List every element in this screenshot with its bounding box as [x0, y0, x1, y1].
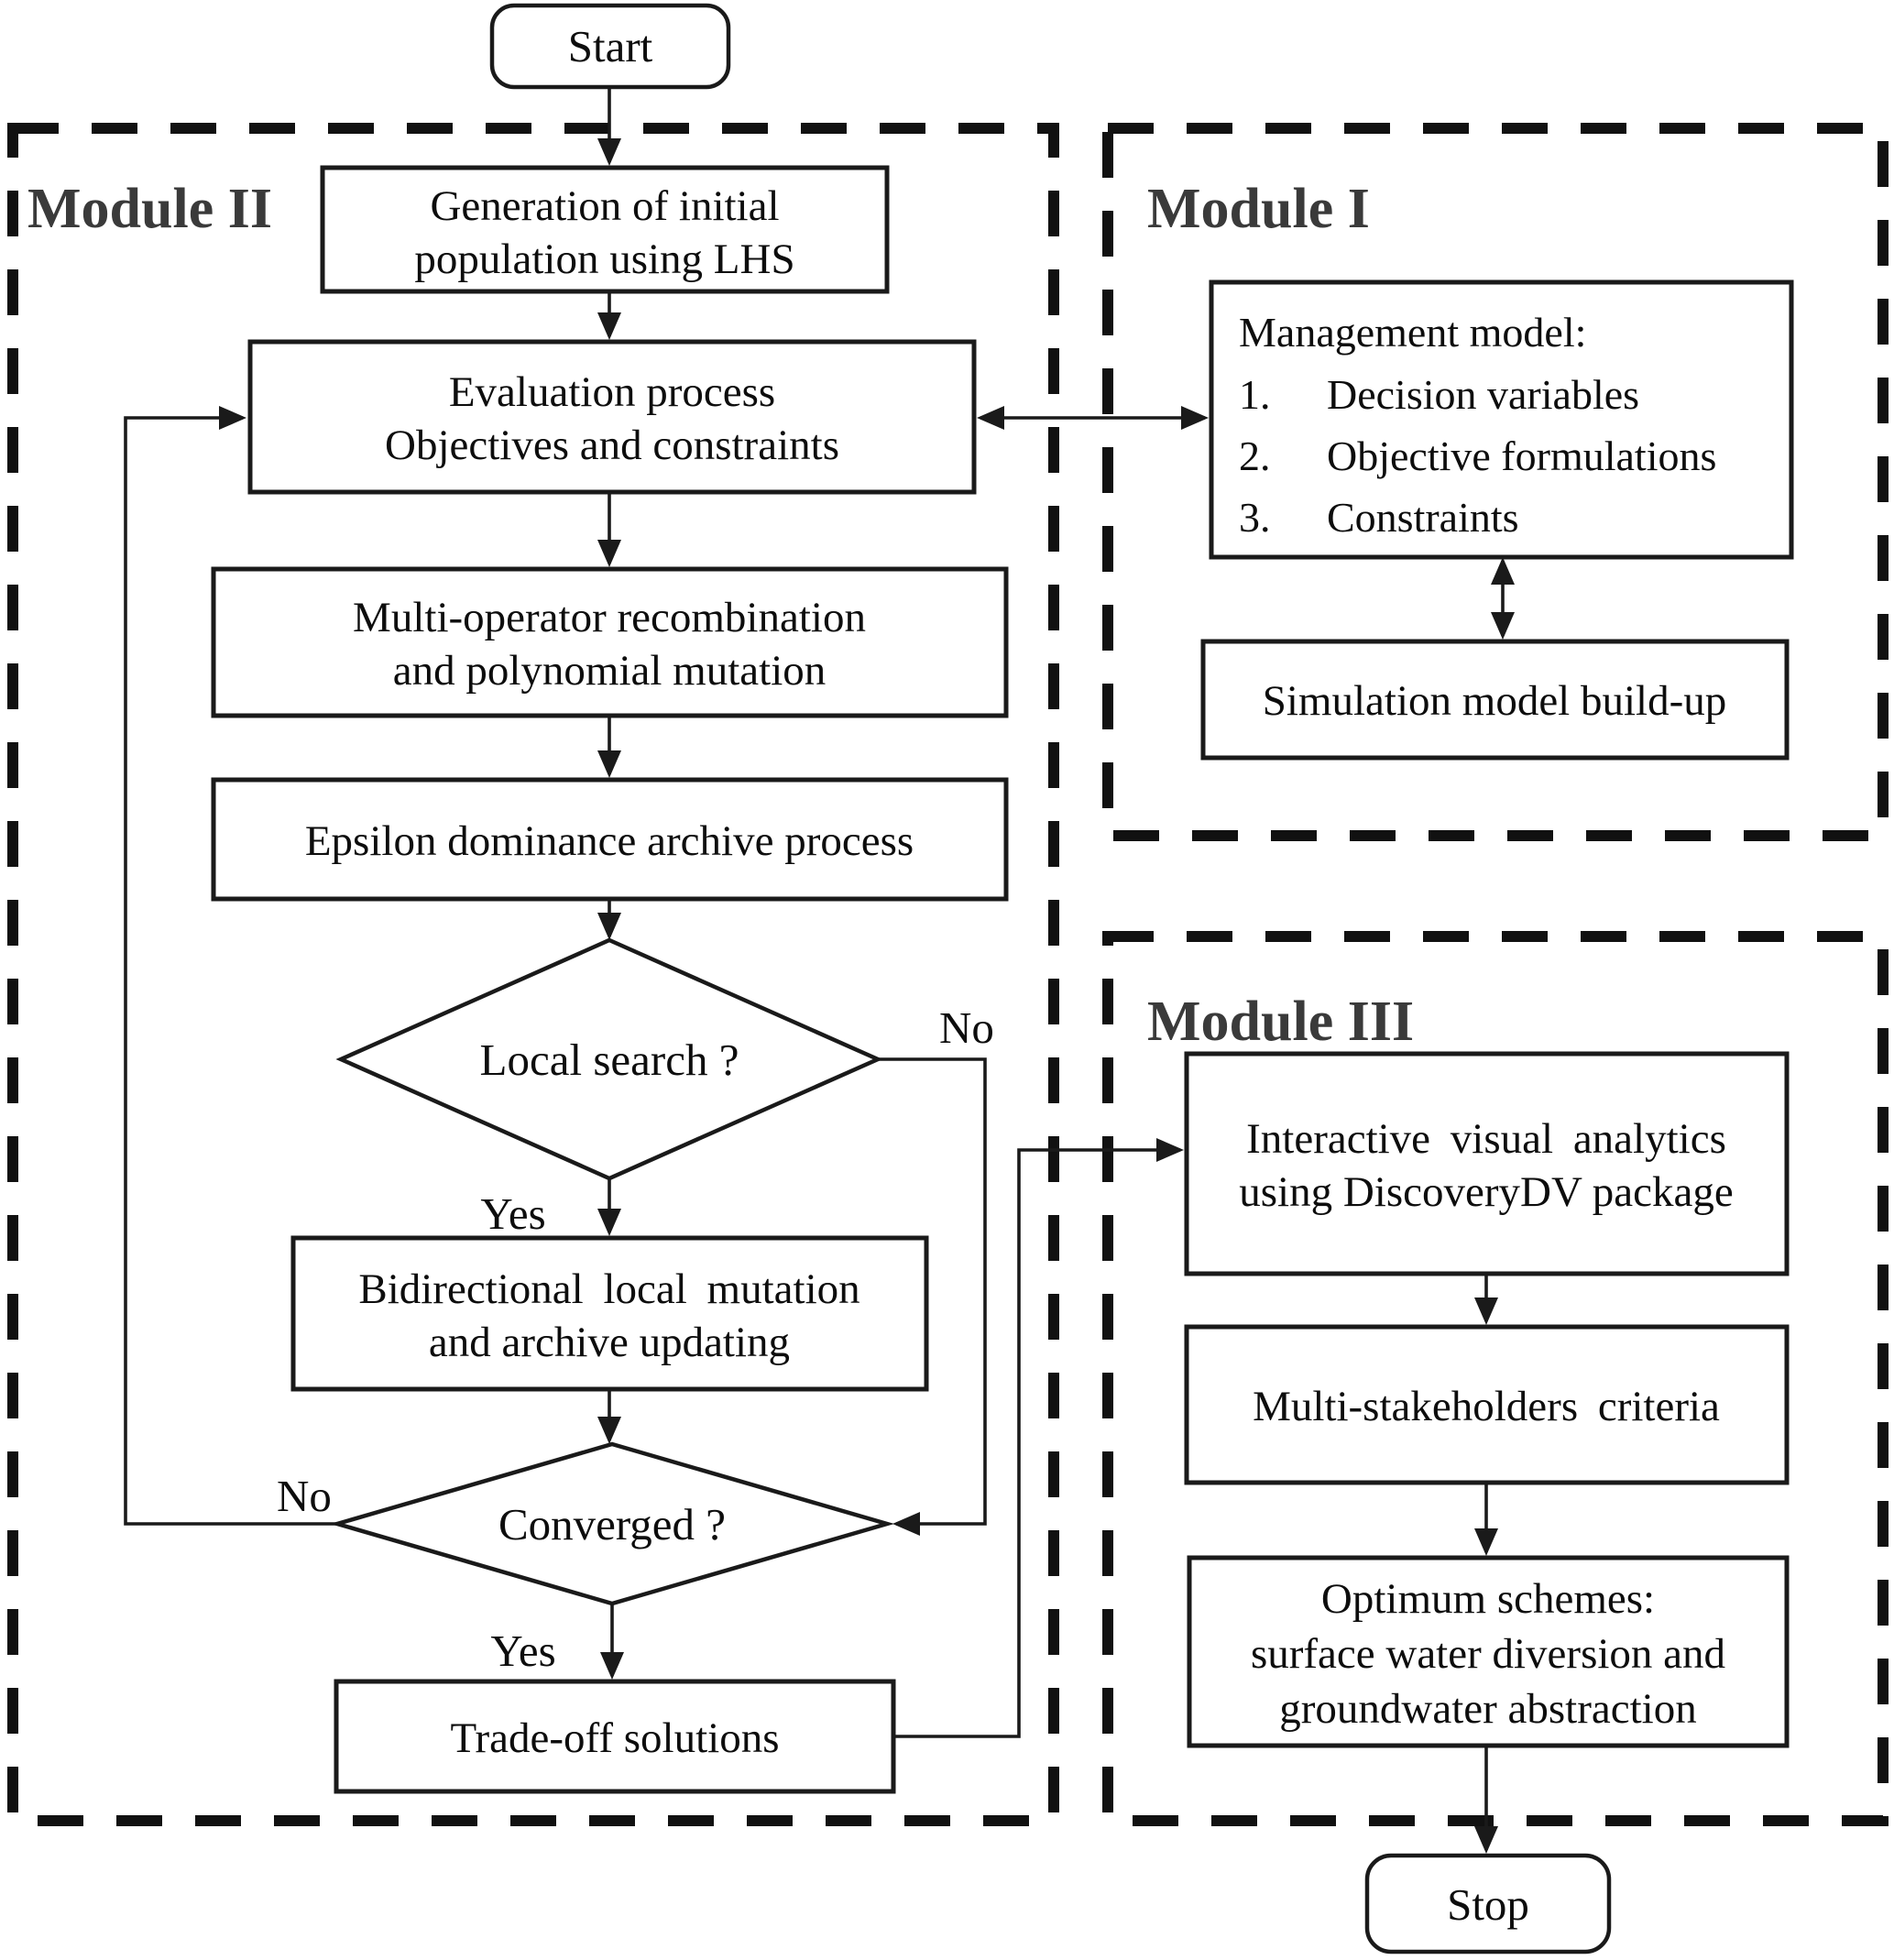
- trade-off-shape: [334, 1679, 896, 1794]
- label-localsearch-yes: Yes: [480, 1188, 545, 1239]
- simulation-model-label: Simulation model build-up: [1263, 677, 1727, 725]
- node-multi-operator: Multi-operator recombination and polynom…: [211, 566, 1009, 718]
- edge-localsearch-no: [878, 1057, 987, 1536]
- node-stakeholders-criteria: Multi-stakeholders criteria: [1184, 1324, 1790, 1485]
- bidirectional-mutation-shape: [290, 1235, 929, 1392]
- bidirectional-mutation-line1: Bidirectional local mutation: [358, 1265, 859, 1313]
- start-label: Start: [568, 21, 653, 71]
- module-1-frame: [1102, 123, 1889, 841]
- management-item-1-num: 1.: [1239, 371, 1271, 418]
- module-3-title: Module III: [1147, 991, 1414, 1053]
- start-terminal-shape: [489, 3, 731, 90]
- management-item-2-num: 2.: [1239, 433, 1271, 479]
- optimum-schemes-line3: groundwater abstraction: [1279, 1685, 1696, 1733]
- management-item-3-text: Constraints: [1327, 494, 1519, 541]
- label-localsearch-no: No: [939, 1002, 994, 1053]
- trade-off-label: Trade-off solutions: [450, 1714, 779, 1762]
- epsilon-archive-label: Epsilon dominance archive process: [305, 817, 914, 865]
- decision-converged: Converged ?: [329, 1441, 895, 1606]
- edge-tradeoff-to-interactive: [893, 1138, 1184, 1738]
- node-evaluation: Evaluation process Objectives and constr…: [247, 339, 977, 495]
- stop-label: Stop: [1447, 1879, 1529, 1930]
- stakeholders-criteria-label: Multi-stakeholders criteria: [1253, 1383, 1720, 1430]
- management-model-shape: [1209, 279, 1794, 560]
- generation-lhs-line1: Generation of initial: [430, 182, 779, 230]
- management-item-1: 1. Decision variables: [1239, 371, 1639, 418]
- generation-lhs-line2: population using LHS: [414, 235, 794, 283]
- label-converged-yes: Yes: [490, 1626, 555, 1676]
- local-search-diamond: [335, 937, 883, 1181]
- node-generation-lhs: Generation of initial population using L…: [320, 165, 890, 294]
- converged-diamond: [329, 1441, 895, 1606]
- multi-operator-line1: Multi-operator recombination: [353, 594, 866, 641]
- evaluation-shape: [247, 339, 977, 495]
- node-epsilon-archive: Epsilon dominance archive process: [211, 777, 1009, 902]
- interactive-analytics-shape: [1184, 1051, 1790, 1276]
- management-item-2-text: Objective formulations: [1327, 433, 1716, 479]
- evaluation-line2: Objectives and constraints: [385, 422, 839, 469]
- module-1-title: Module I: [1147, 178, 1370, 240]
- management-item-2: 2. Objective formulations: [1239, 433, 1716, 479]
- node-trade-off: Trade-off solutions: [334, 1679, 896, 1794]
- optimum-schemes-shape: [1187, 1555, 1790, 1748]
- stakeholders-criteria-shape: [1184, 1324, 1790, 1485]
- module-2-frame: [7, 123, 1059, 1826]
- epsilon-archive-shape: [211, 777, 1009, 902]
- local-search-label: Local search ?: [480, 1035, 739, 1085]
- optimum-schemes-line1: Optimum schemes:: [1321, 1575, 1655, 1623]
- generation-lhs-shape: [320, 165, 890, 294]
- node-management-model: Management model: 1. Decision variables 2…: [1209, 279, 1794, 560]
- node-start: Start: [489, 3, 731, 90]
- module-3-frame: [1102, 931, 1889, 1826]
- node-simulation-model: Simulation model build-up: [1200, 639, 1790, 761]
- stop-terminal-shape: [1364, 1853, 1612, 1955]
- interactive-analytics-line2: using DiscoveryDV package: [1239, 1168, 1734, 1216]
- edge-converged-no-loop: [124, 406, 336, 1526]
- label-converged-no: No: [277, 1471, 332, 1521]
- node-bidirectional-mutation: Bidirectional local mutation and archive…: [290, 1235, 929, 1392]
- simulation-model-shape: [1200, 639, 1790, 761]
- management-item-3-num: 3.: [1239, 494, 1271, 541]
- node-optimum-schemes: Optimum schemes: surface water diversion…: [1187, 1555, 1790, 1748]
- management-item-3: 3. Constraints: [1239, 494, 1519, 541]
- management-item-1-text: Decision variables: [1327, 371, 1639, 418]
- management-model-title: Management model:: [1239, 309, 1586, 356]
- optimum-schemes-line2: surface water diversion and: [1251, 1630, 1725, 1678]
- node-stop: Stop: [1364, 1853, 1612, 1955]
- evaluation-line1: Evaluation process: [449, 368, 775, 416]
- node-interactive-analytics: Interactive visual analytics using Disco…: [1184, 1051, 1790, 1276]
- module-2-title: Module II: [27, 178, 272, 240]
- multi-operator-line2: and polynomial mutation: [393, 647, 827, 695]
- multi-operator-shape: [211, 566, 1009, 718]
- converged-label: Converged ?: [498, 1499, 726, 1549]
- decision-local-search: Local search ?: [335, 937, 883, 1181]
- interactive-analytics-line1: Interactive visual analytics: [1246, 1115, 1726, 1163]
- bidirectional-mutation-line2: and archive updating: [429, 1319, 790, 1366]
